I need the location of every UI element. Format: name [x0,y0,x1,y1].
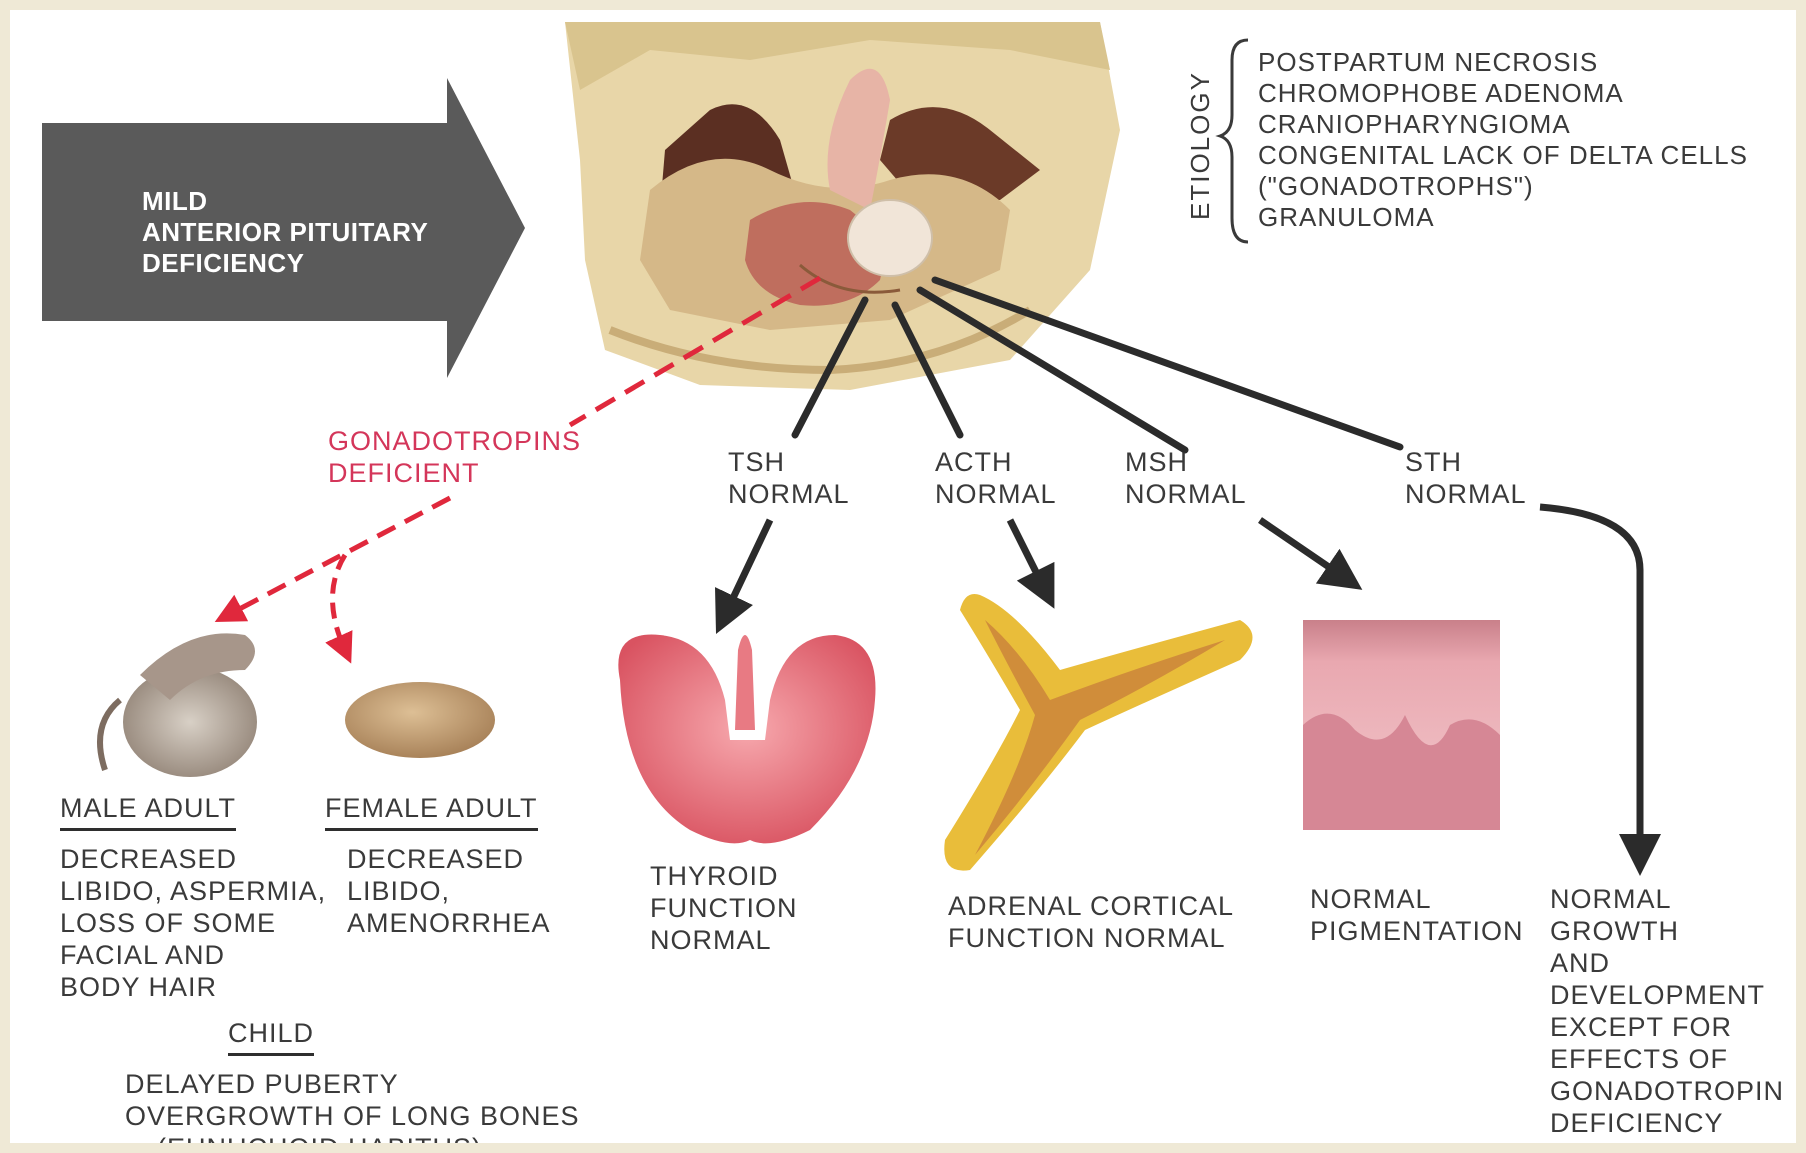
ovary-illustration [345,682,495,758]
sth-line [935,280,1400,447]
gonadotropins-line-1: GONADOTROPINS [328,425,581,457]
growth-caption-line: EXCEPT FOR [1550,1011,1784,1043]
tsh-name: TSH [728,446,850,478]
growth-caption-line: DEVELOPMENT [1550,979,1784,1011]
male-effect-line: LIBIDO, ASPERMIA, [60,875,326,907]
tsh-status: NORMAL [728,478,850,510]
etiology-item: POSTPARTUM NECROSIS [1258,47,1748,78]
female-adult-block: FEMALE ADULT DECREASED LIBIDO, AMENORRHE… [325,792,551,939]
figure-page: MILD ANTERIOR PITUITARY DEFICIENCY ETIOL… [10,10,1796,1143]
thyroid-caption-line: THYROID [650,860,797,892]
msh-to-skin-arrow [1260,520,1345,578]
acth-label: ACTH NORMAL [935,446,1057,510]
deficiency-arrow-label: MILD ANTERIOR PITUITARY DEFICIENCY [142,186,428,279]
female-effect-line: AMENORRHEA [347,907,551,939]
etiology-item: CONGENITAL LACK OF DELTA CELLS [1258,140,1748,171]
thyroid-caption-line: NORMAL [650,924,797,956]
msh-line [920,290,1185,450]
acth-status: NORMAL [935,478,1057,510]
sth-label: STH NORMAL [1405,446,1527,510]
female-adult-title: FEMALE ADULT [325,792,538,831]
child-effect-line: (EUNUCHOID HABITUS) [125,1132,580,1143]
arrow-label-line-1: MILD [142,186,428,217]
child-title-wrap: CHILD [228,1017,314,1056]
female-effect-line: DECREASED [347,843,551,875]
child-block: DELAYED PUBERTY OVERGROWTH OF LONG BONES… [125,1068,580,1143]
msh-label: MSH NORMAL [1125,446,1247,510]
child-effect-line: DELAYED PUBERTY [125,1068,580,1100]
male-effect-line: LOSS OF SOME [60,907,326,939]
msh-status: NORMAL [1125,478,1247,510]
adrenal-illustration [944,594,1252,871]
pigmentation-caption-line: PIGMENTATION [1310,915,1524,947]
thyroid-caption: THYROID FUNCTION NORMAL [650,860,797,956]
growth-caption-line: DEFICIENCY [1550,1107,1784,1139]
child-title: CHILD [228,1017,314,1056]
male-effect-line: DECREASED [60,843,326,875]
adrenal-caption-line: FUNCTION NORMAL [948,922,1234,954]
growth-caption-line: EFFECTS OF [1550,1043,1784,1075]
growth-caption-line: AND [1550,947,1784,979]
pigmentation-caption: NORMAL PIGMENTATION [1310,883,1524,947]
thyroid-caption-line: FUNCTION [650,892,797,924]
etiology-heading: ETIOLOGY [1185,71,1216,220]
gonadotropin-to-male-arrow [228,498,450,615]
growth-caption-line: GROWTH [1550,915,1784,947]
etiology-item: GRANULOMA [1258,202,1748,233]
growth-caption-line: NORMAL [1550,883,1784,915]
tsh-label: TSH NORMAL [728,446,850,510]
growth-caption-line: GONADOTROPIN [1550,1075,1784,1107]
pigmentation-caption-line: NORMAL [1310,883,1524,915]
acth-name: ACTH [935,446,1057,478]
gonadotropin-to-female-arrow [333,555,346,650]
etiology-item: ("GONADOTROPHS") [1258,171,1748,202]
acth-to-adrenal-arrow [1010,520,1045,590]
etiology-list: POSTPARTUM NECROSIS CHROMOPHOBE ADENOMA … [1258,47,1748,233]
child-effect-line: OVERGROWTH OF LONG BONES [125,1100,580,1132]
skin-section-illustration [1303,620,1500,830]
pituitary-illustration [565,22,1120,390]
arrow-label-line-3: DEFICIENCY [142,248,428,279]
sth-status: NORMAL [1405,478,1527,510]
adrenal-caption: ADRENAL CORTICAL FUNCTION NORMAL [948,890,1234,954]
male-effect-line: FACIAL AND [60,939,326,971]
gonadotropins-line-2: DEFICIENT [328,457,581,489]
adrenal-caption-line: ADRENAL CORTICAL [948,890,1234,922]
male-adult-block: MALE ADULT DECREASED LIBIDO, ASPERMIA, L… [60,792,326,1003]
msh-name: MSH [1125,446,1247,478]
gonadotropins-label: GONADOTROPINS DEFICIENT [328,425,581,489]
etiology-item: CRANIOPHARYNGIOMA [1258,109,1748,140]
thyroid-illustration [618,635,875,844]
testis-illustration [100,633,257,777]
growth-caption: NORMAL GROWTH AND DEVELOPMENT EXCEPT FOR… [1550,883,1784,1139]
male-adult-title: MALE ADULT [60,792,236,831]
arrow-label-line-2: ANTERIOR PITUITARY [142,217,428,248]
female-effect-line: LIBIDO, [347,875,551,907]
male-effect-line: BODY HAIR [60,971,326,1003]
etiology-brace [1220,40,1248,242]
sth-name: STH [1405,446,1527,478]
tsh-to-thyroid-arrow [725,520,770,615]
sth-to-growth-arrow [1540,507,1640,855]
etiology-item: CHROMOPHOBE ADENOMA [1258,78,1748,109]
